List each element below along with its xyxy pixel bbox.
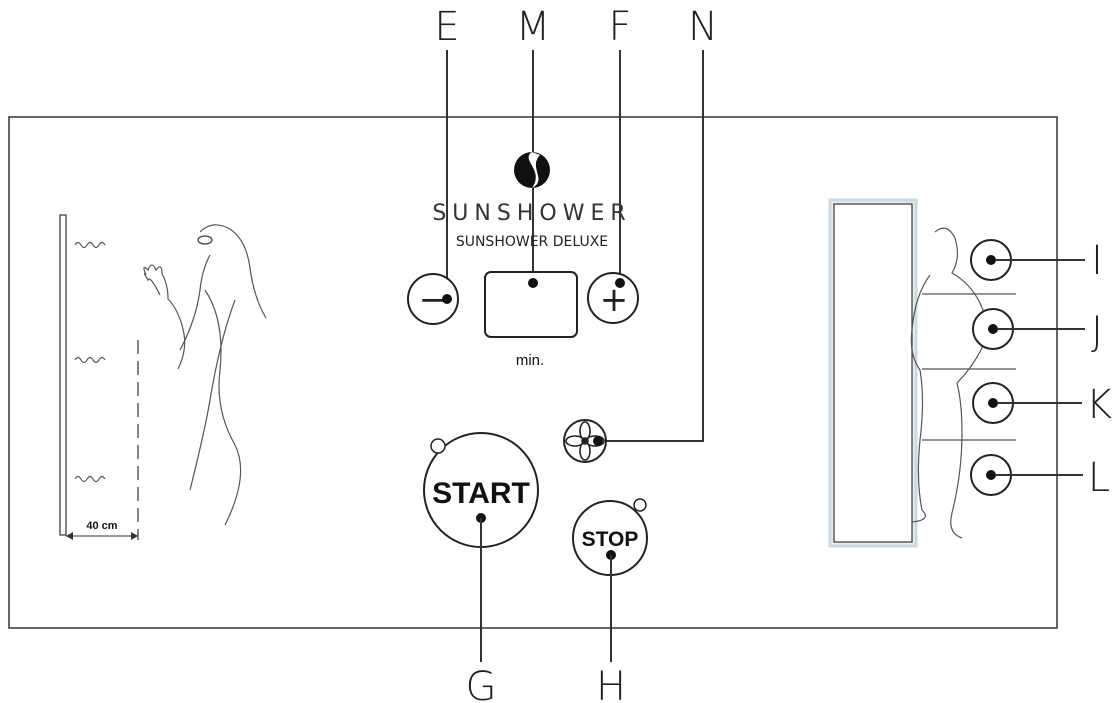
callout-n: N — [688, 4, 718, 50]
timer-display — [484, 271, 578, 338]
shower-wall — [59, 214, 67, 536]
timer-unit-label: min. — [516, 352, 544, 369]
woman-standing-illustration — [828, 198, 1016, 548]
callout-e: E — [434, 4, 459, 50]
plus-icon: + — [600, 280, 629, 320]
minus-button[interactable]: − — [407, 273, 459, 325]
plus-button[interactable]: + — [587, 272, 639, 324]
stop-indicator-light — [633, 498, 647, 512]
stop-button[interactable]: STOP — [572, 500, 648, 576]
leader-n — [598, 50, 704, 442]
callout-g: G — [466, 664, 497, 703]
sunshower-logo-icon — [514, 152, 550, 188]
callout-j: J — [1091, 309, 1103, 355]
marker-n — [593, 436, 603, 446]
callout-h: H — [596, 664, 626, 703]
distance-label: 40 cm — [86, 520, 117, 532]
start-indicator-light — [430, 438, 446, 454]
callout-k: K — [1086, 382, 1112, 428]
callout-i: I — [1091, 238, 1103, 284]
callout-m: M — [516, 4, 551, 50]
marker-f — [615, 278, 625, 288]
woman-showering-illustration: 40 cm — [59, 214, 267, 540]
fan-icon — [565, 421, 605, 461]
model-name: SUNSHOWER DELUXE — [456, 234, 608, 250]
callout-l: L — [1088, 455, 1110, 501]
start-button-label: START — [432, 477, 530, 510]
marker-e — [442, 294, 452, 304]
zone-button-l[interactable] — [970, 454, 1012, 496]
brand-name: SUNSHOWER — [432, 201, 631, 226]
wave-icon — [74, 241, 106, 249]
panel-outline — [8, 116, 1058, 629]
fan-button[interactable] — [563, 419, 607, 463]
stop-button-label: STOP — [582, 528, 639, 551]
callout-f: F — [608, 4, 631, 50]
wave-icon — [74, 475, 106, 483]
wave-icon — [74, 356, 106, 364]
marker-m — [528, 278, 538, 288]
start-button[interactable]: START — [423, 432, 539, 548]
